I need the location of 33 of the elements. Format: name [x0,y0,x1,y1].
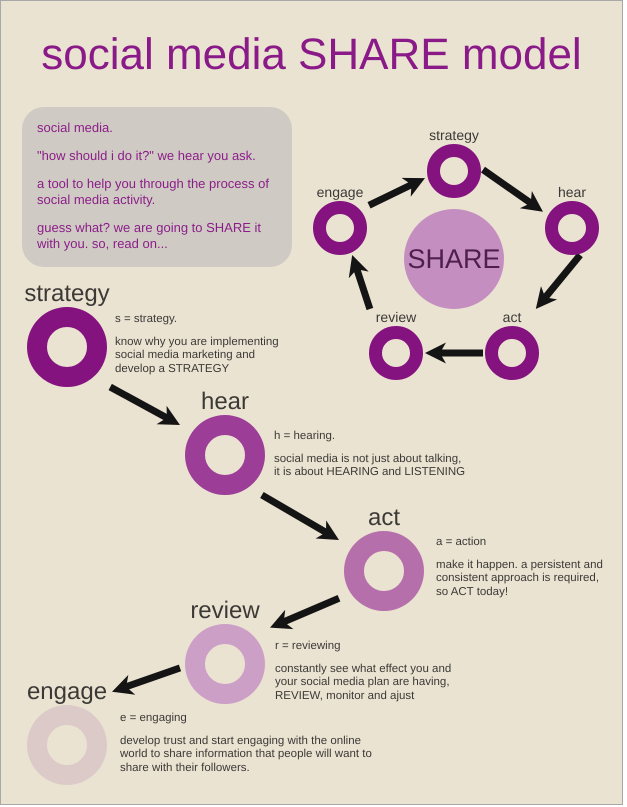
step-heading: strategy [24,281,110,307]
step-description: make it happen. a persistent and consistent approach is required, so ACT today! [436,558,604,599]
intro-text: "how should i do it?" we hear you ask. [37,148,257,164]
intro-text: a tool to help you through the process of social media activity. [37,176,270,208]
arrow [425,342,483,364]
step-definition: e = engaging [120,712,187,726]
step-heading: review [190,598,260,624]
step-description: social media is not just about talking, it is about HEARING and LISTENING [274,452,466,480]
arrow [268,595,340,631]
step-definition: s = strategy. [115,313,178,326]
arrow [110,664,182,696]
step-label: strategy [429,127,479,144]
step-label: review [376,309,416,326]
step-description: know why you are implementing social media marketing and develop a STRATEGY [115,336,280,376]
title: social media SHARE model [40,29,583,81]
intro-text: social media. [37,120,114,136]
arrow [348,254,374,310]
center-label: SHARE [407,244,501,274]
step-definition: r = reviewing [275,640,341,654]
step-description: constantly see what effect you and your social media plan are having, REVIEW, monitor and ajust [275,662,452,703]
step-label: engage [316,184,364,201]
step-definition: a = action [436,536,486,550]
arrow [260,492,341,543]
step-heading: hear [200,389,250,415]
step-label: hear [558,184,586,201]
step-heading: engage [26,679,108,705]
step-definition: h = hearing. [274,430,336,444]
step-heading: act [368,505,400,531]
intro-text: guess what? we are going to SHARE it with you. so, read on... [37,220,262,252]
intro-panel [22,107,292,267]
arrow [533,252,583,312]
step-description: develop trust and start engaging with the online world to share information that people will want to share with their followers. [120,734,373,775]
step-label: act [502,309,522,326]
